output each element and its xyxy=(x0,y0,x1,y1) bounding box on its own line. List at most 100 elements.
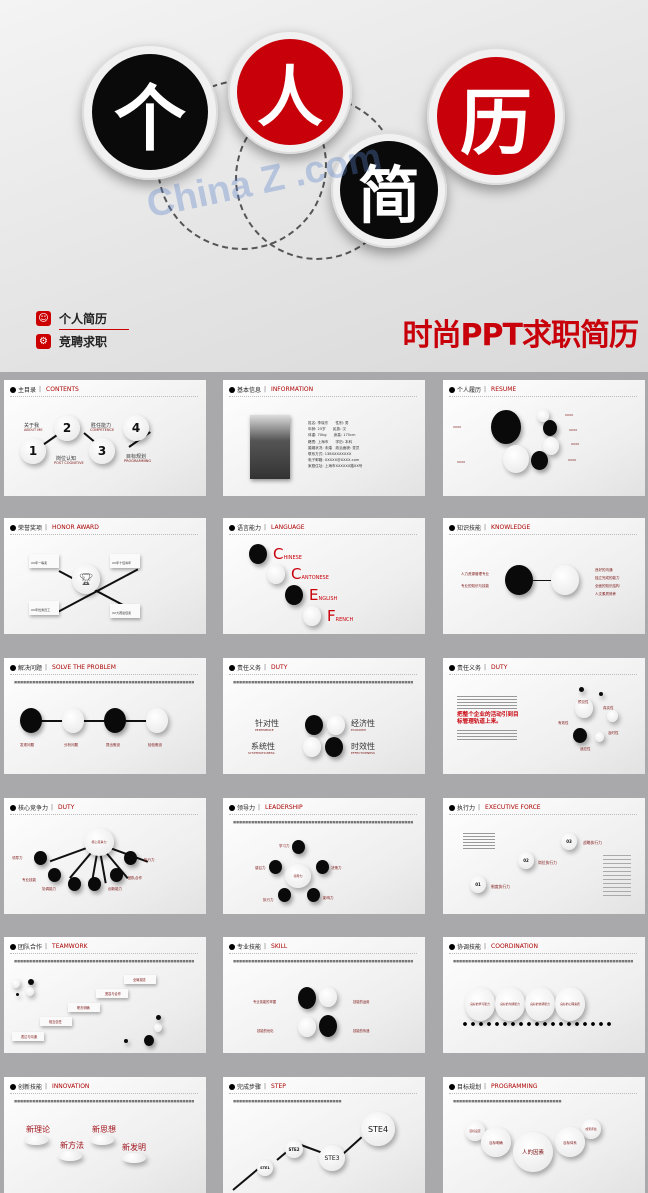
label: XXXX xyxy=(457,460,466,464)
text: EXECUTIVE FORCE xyxy=(485,804,541,811)
element: | xyxy=(258,804,261,811)
label: 学习力 xyxy=(279,844,290,848)
label: SYSTEMATICNESS xyxy=(248,751,275,755)
black-circle xyxy=(305,715,323,735)
slide-executive-force[interactable]: 执行力|EXECUTIVE FORCE 01 02 03 制度执行力 岗位执行力… xyxy=(443,798,645,914)
slide-teamwork[interactable]: 团队合作|TEAMWORK ■■■■■■■■■■■■■■■■■■■■■■■■■■… xyxy=(4,937,206,1053)
text: 年龄: 25岁 民族: 汉 xyxy=(308,427,347,432)
label: 经济性 xyxy=(351,719,375,728)
slide-duty-1[interactable]: 责任义务|DUTY ■■■■■■■■■■■■■■■■■■■■■■■■■■■■■■… xyxy=(223,658,425,774)
text: SKILL xyxy=(271,943,288,950)
white-circle: 良好的协调能力 xyxy=(525,987,555,1021)
element: | xyxy=(39,386,42,393)
white-circle xyxy=(303,606,321,626)
element xyxy=(603,855,631,897)
header-divider xyxy=(10,814,198,815)
header-divider xyxy=(449,953,637,954)
trophy-icon: 🏆︎ xyxy=(72,564,100,594)
element: | xyxy=(45,524,48,531)
white-circle: 领导力 xyxy=(285,864,311,888)
slide-header: 团队合作|TEAMWORK xyxy=(10,942,88,951)
text: INFORMATION xyxy=(271,386,314,393)
text: STEP xyxy=(271,1083,286,1090)
element: CANTONESE xyxy=(291,565,329,583)
text: INNOVATION xyxy=(52,1083,90,1090)
body-text: ■■■■■■■■■■■■■■■■■■■■■■■■■■■■■■■■■■■■■■■■… xyxy=(233,959,413,963)
text: 联系方式: 138XXXXXXXX xyxy=(308,452,352,457)
text: NGLISH xyxy=(318,596,338,602)
slide-header: 协调技能|COORDINATION xyxy=(449,942,538,951)
element xyxy=(449,1083,455,1090)
text: DUTY xyxy=(58,804,75,811)
element: | xyxy=(478,804,481,811)
label: 新思想 xyxy=(92,1125,116,1134)
char-circle-jian: 简 xyxy=(331,132,447,248)
element xyxy=(457,730,517,742)
label: PROGRAMMING xyxy=(124,459,152,463)
black-circle xyxy=(579,687,584,692)
slide-programming[interactable]: 目标规划|PROGRAMMING ■■■■■■■■■■■■■■■■■■■■■■■… xyxy=(443,1077,645,1193)
white-circle: 目标设定 xyxy=(465,1121,485,1141)
element xyxy=(449,804,455,811)
white-circle xyxy=(62,708,84,733)
cover-title: 时尚PPT求职简历 xyxy=(402,318,639,353)
white-circle xyxy=(24,1135,48,1145)
label: 技能的传递 xyxy=(353,1029,370,1033)
label: ECONOMY xyxy=(351,728,367,732)
element: | xyxy=(264,524,267,531)
label: 技能的运用 xyxy=(353,1000,370,1004)
label: 胜任能力 xyxy=(91,423,112,429)
white-circle: STE4 xyxy=(361,1112,395,1146)
text: 家庭住址: 上海市XXXXXX路XX号 xyxy=(308,464,363,469)
black-circle xyxy=(531,451,548,470)
label: 适应性 xyxy=(580,747,591,751)
slide-coordination[interactable]: 协调技能|COORDINATION ■■■■■■■■■■■■■■■■■■■■■■… xyxy=(443,937,645,1053)
slide-knowledge[interactable]: 知识技能|KNOWLEDGE 人力资源管理专业 专业的知识与技能 良好的沟通 独… xyxy=(443,518,645,634)
element xyxy=(229,1083,235,1090)
white-circle: 成果评估 xyxy=(581,1119,601,1139)
text: 电子邮箱: XXXXX@XXXX.com xyxy=(308,458,360,463)
element: | xyxy=(264,1083,267,1090)
white-circle: 人的因素 xyxy=(513,1132,553,1172)
slide-leadership[interactable]: 领导力|LEADERSHIP ■■■■■■■■■■■■■■■■■■■■■■■■■… xyxy=(223,798,425,914)
slide-innovation[interactable]: 创新技能|INNOVATION ■■■■■■■■■■■■■■■■■■■■■■■■… xyxy=(4,1077,206,1193)
black-circle xyxy=(316,860,329,874)
label: 人文素质修养 xyxy=(595,592,616,596)
slide-honor-award[interactable]: 荣誉奖项|HONOR AWARD 🏆︎ XX年一等奖 XX年十佳青年 XX年优秀… xyxy=(4,518,206,634)
label: 良好的沟通 xyxy=(595,568,613,572)
text: 个 xyxy=(92,54,208,170)
slide-header: 解决问题|SOLVE THE PROBLEM xyxy=(10,663,116,672)
element xyxy=(229,524,235,531)
label: 关于我 xyxy=(24,423,40,429)
black-circle xyxy=(124,851,137,865)
text: 历 xyxy=(437,57,555,175)
slide-step[interactable]: 完成步骤|STEP ■■■■■■■■■■■■■■■■■■■■■■■■■■■■■■… xyxy=(223,1077,425,1193)
white-circle: 核心竞争力 xyxy=(84,828,114,856)
slide-header: 专业技能|SKILL xyxy=(229,942,287,951)
label: 真实性 xyxy=(603,706,614,710)
element: | xyxy=(45,664,48,671)
slide-information[interactable]: 基本信息|INFORMATION 姓名: 李晓东 性别: 男年龄: 25岁 民族… xyxy=(223,380,425,496)
white-circle: 4 xyxy=(123,415,149,441)
black-circle xyxy=(491,410,521,444)
header-divider xyxy=(229,674,417,675)
element xyxy=(12,1032,44,1041)
text: 籍贯: 上海市 学历: 本科 xyxy=(308,439,353,444)
slide-language[interactable]: 语言能力|LANGUAGE CHINESE CANTONESE ENGLISH … xyxy=(223,518,425,634)
slide-core-competence[interactable]: 核心竞争力|DUTY 核心竞争力 领导力 专业技能 协调能力 创新能力 团队合作… xyxy=(4,798,206,914)
element: | xyxy=(484,386,487,393)
label: 感召力 xyxy=(255,866,266,870)
label: EFFECTIVENESS xyxy=(351,751,375,755)
header-divider xyxy=(229,953,417,954)
slide-solve-problem[interactable]: 解决问题|SOLVE THE PROBLEM ■■■■■■■■■■■■■■■■■… xyxy=(4,658,206,774)
element xyxy=(110,604,140,618)
text: 专业技能 xyxy=(237,944,262,951)
slide-skill[interactable]: 专业技能|SKILL ■■■■■■■■■■■■■■■■■■■■■■■■■■■■■… xyxy=(223,937,425,1053)
element: CHINESE xyxy=(273,545,302,563)
slide-resume[interactable]: 个人履历|RESUME XXXX XXXX XXXX XXXX XXXX XXX… xyxy=(443,380,645,496)
slide-duty-2[interactable]: 责任义务|DUTY 把整个企业的活动引到目标管理轨道上来。 预见性 真实性 有效… xyxy=(443,658,645,774)
black-circle xyxy=(68,877,81,891)
body-text: ■■■■■■■■■■■■■■■■■■■■■■■■■■■■■■■■■■■■ xyxy=(233,1099,342,1103)
label: 团队合作 xyxy=(128,876,142,880)
